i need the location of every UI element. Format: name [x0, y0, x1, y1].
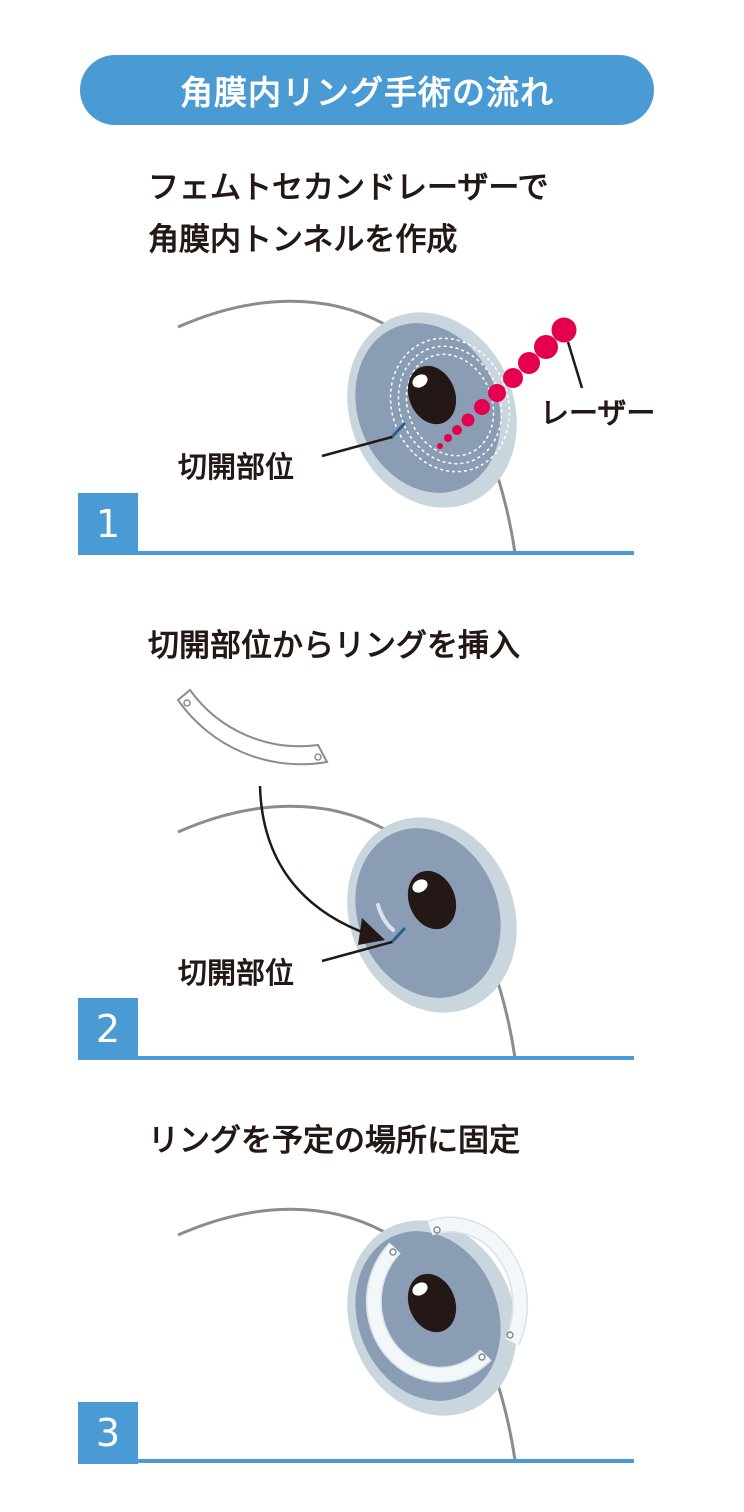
- insert-arrow-path: [258, 785, 371, 937]
- page-title: 角膜内リング手術の流れ: [180, 73, 554, 112]
- tunnel-dash-1: [389, 337, 511, 473]
- step-1-text: フェムトセカンドレーザーで 角膜内トンネルを作成: [148, 170, 549, 258]
- laser-beam: [437, 317, 577, 449]
- incision-leader: [321, 940, 393, 963]
- step-1-number: 1: [78, 493, 138, 555]
- pupil-highlight: [412, 879, 428, 893]
- laser-leader: [566, 341, 584, 389]
- step-1-baseline: [78, 551, 634, 555]
- incision-mark: [390, 927, 406, 944]
- step-3-baseline: [78, 1459, 634, 1463]
- step-3-text: リングを予定の場所に固定: [148, 1123, 520, 1159]
- step-2-incision-label: 切開部位: [178, 956, 295, 990]
- title-banner: 角膜内リング手術の流れ: [80, 55, 654, 125]
- pupil-highlight: [412, 1282, 428, 1296]
- incision-leader: [321, 435, 393, 458]
- step-2-illustration: [176, 688, 517, 1059]
- step-3-illustration: [177, 1207, 529, 1461]
- inserted-ring-tip: [376, 903, 395, 932]
- insert-arrowhead: [358, 918, 385, 945]
- step-2-baseline: [78, 1056, 634, 1060]
- step-1-incision-label: 切開部位: [178, 450, 295, 484]
- pupil-highlight: [412, 374, 428, 388]
- step-2-number: 2: [78, 998, 138, 1060]
- incision-mark: [390, 422, 406, 439]
- ring-segment: [176, 688, 329, 766]
- step-1-laser-label: レーザー: [540, 396, 656, 430]
- step-1-illustration: [177, 299, 584, 554]
- step-3-number: 3: [78, 1402, 138, 1464]
- step-2-text: 切開部位からリングを挿入: [148, 628, 520, 664]
